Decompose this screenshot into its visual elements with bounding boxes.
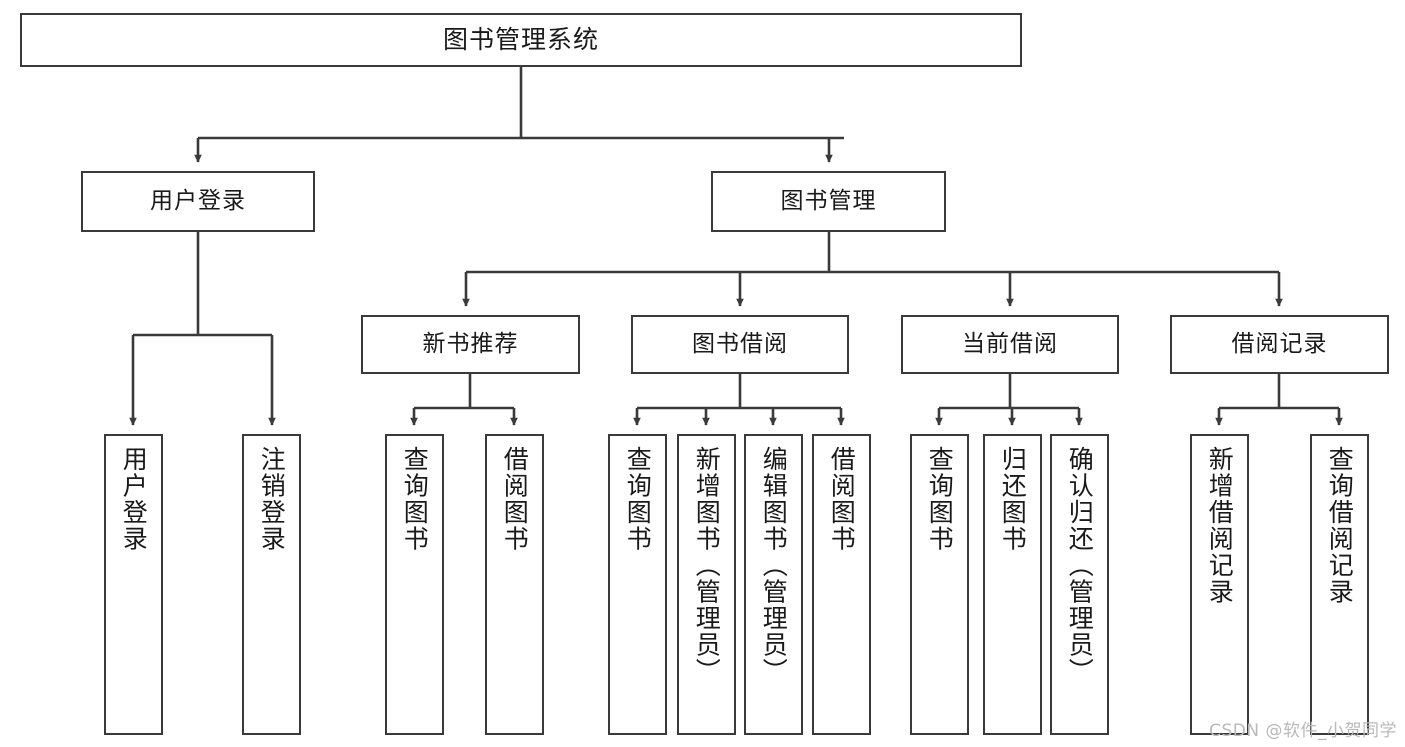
node-leaf-borrow-book-1[interactable]: 借阅图书 [485, 434, 544, 735]
node-new-book-recommend[interactable]: 新书推荐 [361, 315, 580, 374]
node-borrow-record[interactable]: 借阅记录 [1170, 315, 1389, 374]
leaf-label: 注销登录 [257, 446, 287, 552]
node-user-login[interactable]: 用户登录 [81, 171, 315, 232]
edge-group-book-borrow [633, 374, 845, 426]
node-leaf-query-borrow-record[interactable]: 查询借阅记录 [1310, 434, 1369, 735]
node-leaf-add-book-admin[interactable]: 新增图书（管理员） [677, 434, 736, 735]
node-leaf-edit-book-admin[interactable]: 编辑图书（管理员） [744, 434, 803, 735]
edge-group-user-login [129, 232, 276, 426]
node-leaf-query-book-1[interactable]: 查询图书 [385, 434, 444, 735]
leaf-label: 编辑图书（管理员） [759, 446, 789, 685]
leaf-label: 确认归还（管理员） [1065, 446, 1095, 685]
edge-group-current-borrow [935, 374, 1083, 426]
edge-group-book-manage [462, 232, 1283, 307]
edge-group-borrow-record [1215, 374, 1343, 426]
node-leaf-query-book-2[interactable]: 查询图书 [608, 434, 667, 735]
leaf-label: 查询图书 [925, 446, 955, 552]
watermark-text: CSDN @软件_小贺同学 [1209, 721, 1397, 741]
node-leaf-logout-login[interactable]: 注销登录 [242, 434, 301, 735]
node-leaf-user-login[interactable]: 用户登录 [104, 434, 163, 735]
edge-group-new-book-recommend [410, 374, 518, 426]
leaf-label: 新增借阅记录 [1205, 446, 1235, 605]
leaf-label: 用户登录 [119, 446, 149, 552]
leaf-label: 查询借阅记录 [1325, 446, 1355, 605]
leaf-label: 新增图书（管理员） [692, 446, 722, 685]
node-current-borrow[interactable]: 当前借阅 [901, 315, 1119, 374]
leaf-label: 借阅图书 [500, 446, 530, 552]
node-book-manage[interactable]: 图书管理 [711, 171, 946, 232]
leaf-label: 借阅图书 [827, 446, 857, 552]
node-leaf-confirm-return-admin[interactable]: 确认归还（管理员） [1050, 434, 1109, 735]
node-leaf-borrow-book-2[interactable]: 借阅图书 [812, 434, 871, 735]
leaf-label: 归还图书 [998, 446, 1028, 552]
leaf-label: 查询图书 [400, 446, 430, 552]
edge-group-root [194, 67, 844, 163]
leaf-label: 查询图书 [623, 446, 653, 552]
node-book-borrow[interactable]: 图书借阅 [631, 315, 849, 374]
node-root[interactable]: 图书管理系统 [20, 13, 1022, 67]
node-leaf-return-book[interactable]: 归还图书 [983, 434, 1042, 735]
node-leaf-add-borrow-record[interactable]: 新增借阅记录 [1190, 434, 1249, 735]
node-leaf-query-book-3[interactable]: 查询图书 [910, 434, 969, 735]
